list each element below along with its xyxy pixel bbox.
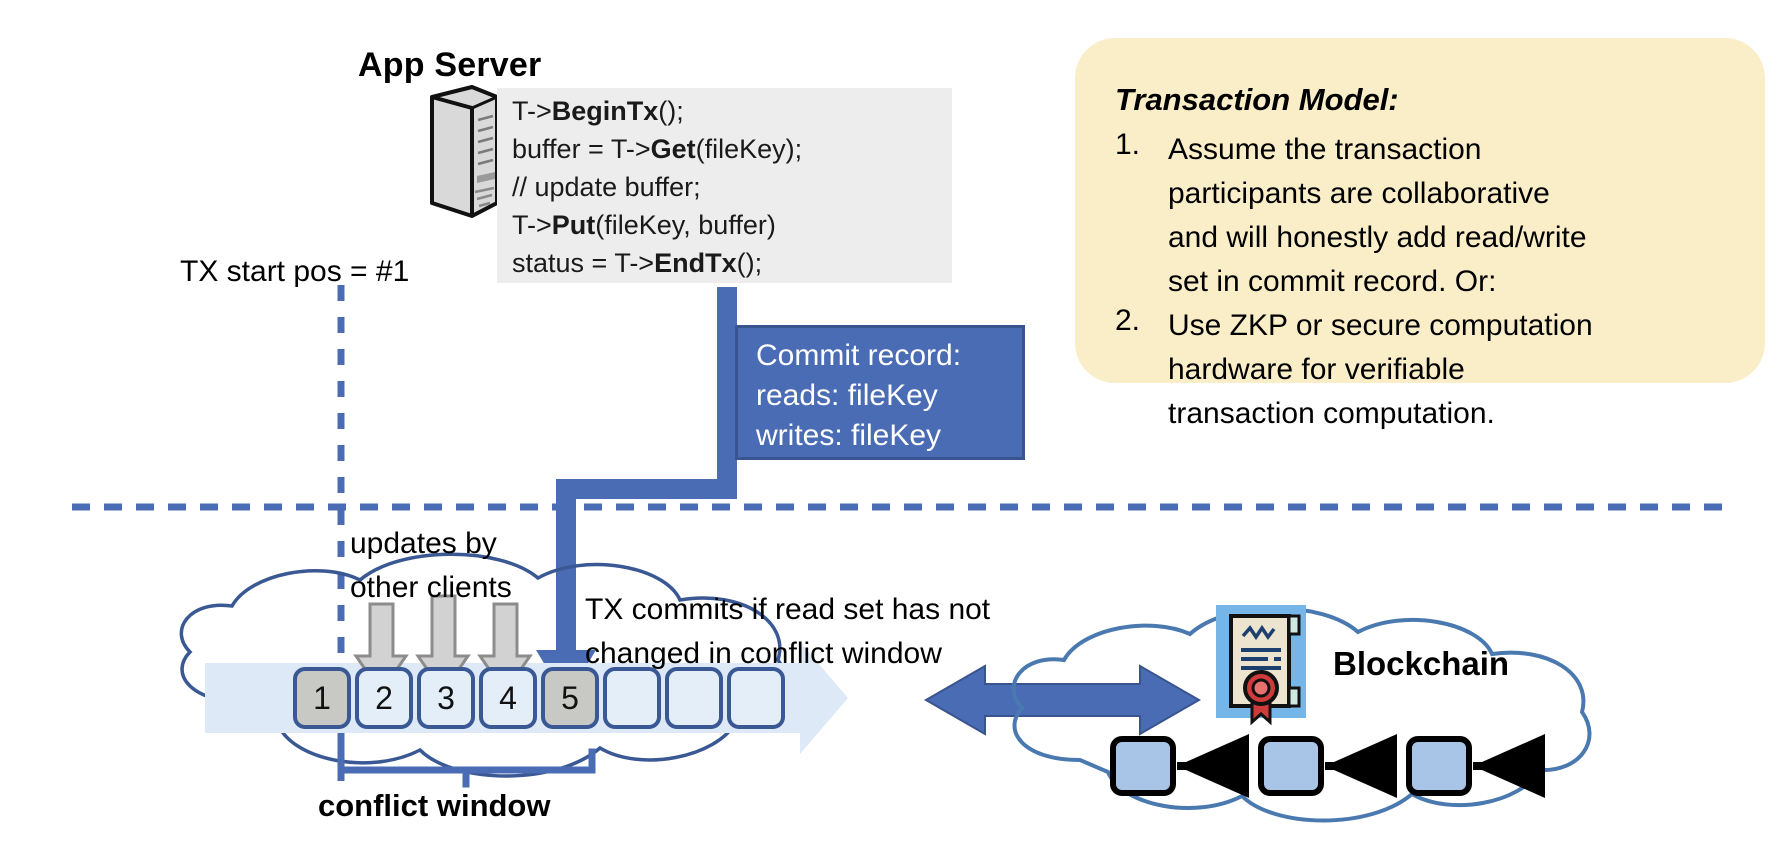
transaction-model-line: Assume the transaction	[1168, 133, 1482, 166]
log-cell-3[interactable]: 3	[417, 667, 475, 729]
label-line: other clients	[350, 571, 512, 604]
blockchain-block-3[interactable]	[1406, 736, 1472, 796]
transaction-model-line: transaction computation.	[1168, 397, 1495, 430]
transaction-model-line: hardware for verifiable	[1168, 353, 1465, 386]
conflict-window-label: conflict window	[318, 788, 551, 823]
transaction-model-item-number-1: 2.	[1115, 304, 1141, 337]
log-cell-2[interactable]: 2	[355, 667, 413, 729]
code-line-3: T->Put(fileKey, buffer)	[512, 210, 776, 240]
server-icon	[430, 85, 499, 218]
commit-record-line-0: Commit record:	[756, 339, 962, 372]
label-line: TX commits if read set has not	[585, 593, 991, 626]
transaction-model-line: set in commit record. Or:	[1168, 265, 1497, 298]
log-cell-6[interactable]	[603, 667, 661, 729]
app-server-title: App Server	[358, 46, 542, 84]
commit-record-line-1: reads: fileKey	[756, 379, 938, 412]
transaction-model-title: Transaction Model:	[1115, 82, 1399, 117]
commit-rule-label: TX commits if read set has not changed in…	[585, 588, 990, 676]
log-cell-7[interactable]	[665, 667, 723, 729]
log-cloud	[179, 552, 789, 778]
code-block-background	[497, 88, 952, 283]
log-cell-1[interactable]: 1	[293, 667, 351, 729]
log-cell-8[interactable]	[727, 667, 785, 729]
label-line: updates by	[350, 527, 497, 560]
blockchain-block-2[interactable]	[1258, 736, 1324, 796]
transaction-model-item-0: Assume the transaction participants are c…	[1168, 128, 1748, 304]
blockchain-cloud	[1011, 606, 1592, 823]
updates-by-other-clients-label: updates by other clients	[350, 522, 512, 610]
label-line: changed in conflict window	[585, 637, 942, 670]
log-cell-4[interactable]: 4	[479, 667, 537, 729]
transaction-model-line: and will honestly add read/write	[1168, 221, 1587, 254]
code-block: T->BeginTx(); buffer = T->Get(fileKey); //…	[512, 92, 962, 282]
transaction-model-line: participants are collaborative	[1168, 177, 1550, 210]
blockchain-label: Blockchain	[1333, 645, 1510, 682]
transaction-model-box	[1075, 38, 1765, 383]
transaction-model-line: Use ZKP or secure computation	[1168, 309, 1593, 342]
blockchain-block-1[interactable]	[1110, 736, 1176, 796]
tx-start-label: TX start pos = #1	[180, 255, 410, 288]
code-line-1: buffer = T->Get(fileKey);	[512, 134, 803, 164]
log-cell-5[interactable]: 5	[541, 667, 599, 729]
code-line-4: status = T->EndTx();	[512, 248, 763, 278]
code-line-0: T->BeginTx();	[512, 96, 684, 126]
transaction-model-item-1: Use ZKP or secure computation hardware fo…	[1168, 304, 1748, 436]
commit-record-line-2: writes: fileKey	[756, 419, 942, 452]
commit-record-box: Commit record: reads: fileKey writes: file…	[735, 325, 1025, 460]
certificate-icon	[1216, 605, 1306, 726]
conflict-window-bracket	[337, 748, 596, 788]
transaction-model-item-number-0: 1.	[1115, 128, 1141, 161]
code-line-2: // update buffer;	[512, 172, 701, 202]
sync-double-arrow	[923, 664, 1202, 736]
